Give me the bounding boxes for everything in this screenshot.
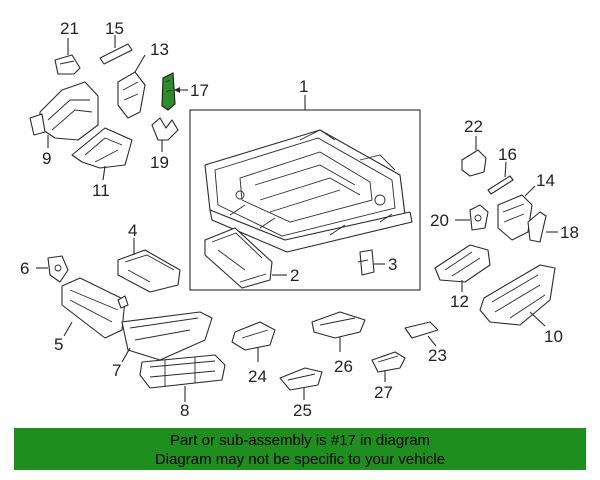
callout-24: 24 (248, 367, 267, 386)
part-25-bracket (279, 367, 323, 391)
callout-26: 26 (334, 357, 353, 376)
callout-27: 27 (374, 383, 393, 402)
callout-25: 25 (293, 401, 312, 420)
part-8-panel (139, 354, 226, 389)
callout-19: 19 (150, 153, 169, 172)
callout-13: 13 (150, 40, 169, 59)
part-23-clip (404, 321, 439, 339)
part-3-clip (357, 249, 375, 276)
part-6-bracket (47, 255, 69, 283)
part-1-seat-frame (204, 129, 413, 253)
notice-banner: Part or sub-assembly is #17 in diagram D… (14, 428, 586, 470)
part-16-rod (487, 175, 514, 195)
part-18-strip (527, 211, 547, 243)
part-19-clip (151, 117, 179, 141)
callout-2: 2 (290, 266, 299, 285)
part-26-bracket (311, 311, 366, 339)
part-24-bracket (231, 321, 276, 351)
part-9-cover (29, 81, 99, 141)
part-13-bracket (117, 71, 146, 119)
part-4-module (117, 249, 181, 293)
callout-3: 3 (388, 255, 397, 274)
callout-10: 10 (544, 327, 563, 346)
part-11-bracket (71, 127, 133, 169)
callout-7: 7 (112, 361, 121, 380)
part-15-strip (99, 43, 133, 65)
part-10-side-cover (479, 264, 556, 326)
callout-21: 21 (60, 19, 79, 38)
part-12-bracket (434, 244, 491, 283)
part-7-trim (121, 311, 213, 361)
callout-12: 12 (450, 292, 469, 311)
callout-22: 22 (464, 117, 483, 136)
part-22-bracket (461, 149, 487, 177)
part-14-bracket (497, 194, 533, 241)
callout-17: 17 (190, 81, 209, 100)
callout-16: 16 (498, 145, 517, 164)
callout-18: 18 (560, 223, 579, 242)
part-2-rail (204, 227, 273, 289)
callout-17-arrow (174, 87, 180, 93)
part-17-highlighted (161, 72, 176, 111)
callout-9: 9 (42, 149, 51, 168)
callout-6: 6 (20, 259, 29, 278)
callout-15: 15 (105, 19, 124, 38)
part-21-clip (54, 54, 81, 75)
notice-line-1: Part or sub-assembly is #17 in diagram (169, 432, 431, 449)
callout-11: 11 (92, 181, 110, 200)
part-5-cover (61, 277, 129, 339)
callout-1: 1 (299, 77, 308, 96)
callout-5: 5 (54, 335, 63, 354)
notice-line-2: Diagram may not be specific to your vehi… (154, 451, 446, 468)
callout-14: 14 (536, 171, 555, 190)
callout-23: 23 (428, 346, 447, 365)
part-20-bracket (469, 204, 489, 231)
callout-8: 8 (180, 401, 189, 420)
part-27-bracket (371, 351, 406, 373)
callout-20: 20 (430, 211, 449, 230)
callout-4: 4 (128, 221, 137, 240)
